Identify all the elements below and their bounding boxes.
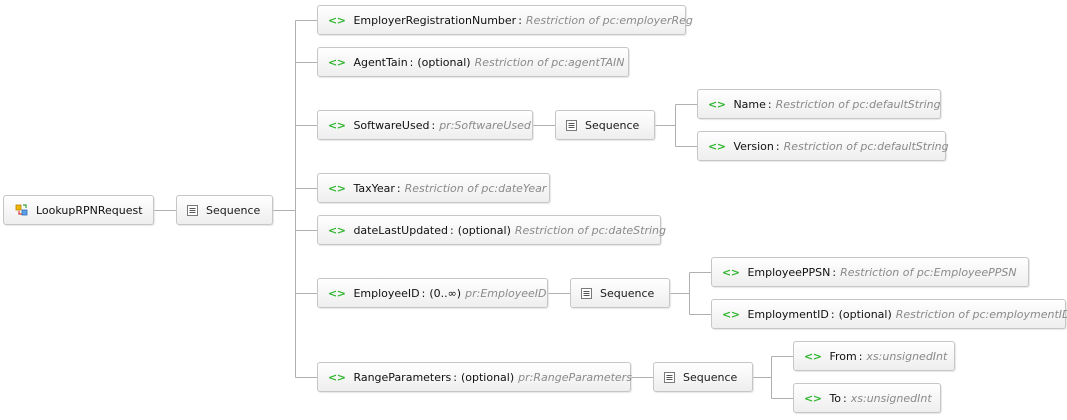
element-type: xs:unsignedInt xyxy=(866,349,948,363)
element-name: EmployeePPSN xyxy=(747,265,831,279)
element-type: xs:unsignedInt xyxy=(850,391,932,405)
colon-separator: : xyxy=(421,286,426,300)
sequence-label: Sequence xyxy=(206,203,261,217)
element-icon: <> xyxy=(722,265,740,279)
sequence-range-parameters[interactable]: Sequence xyxy=(653,362,753,392)
colon-separator: : xyxy=(843,391,847,405)
element-employee-ppsn[interactable]: <> EmployeePPSN : Restriction of pc:Empl… xyxy=(711,257,1029,287)
element-icon: <> xyxy=(708,97,726,111)
element-icon: <> xyxy=(328,370,346,384)
colon-separator: : xyxy=(453,370,457,384)
element-employee-id[interactable]: <> EmployeeID : (0..∞) pr:EmployeeID xyxy=(317,278,548,308)
sequence-label: Sequence xyxy=(600,286,655,300)
element-name: dateLastUpdated xyxy=(353,223,448,237)
element-icon: <> xyxy=(804,391,822,405)
sequence-icon xyxy=(664,371,675,383)
element-name: EmployeeID xyxy=(353,286,420,300)
element-name: Version xyxy=(733,139,774,153)
element-type: pr:RangeParameters xyxy=(518,370,632,384)
colon-separator: : xyxy=(775,139,780,153)
colon-separator: : xyxy=(830,307,835,321)
sequence-icon xyxy=(566,119,577,131)
root-node[interactable]: LookupRPNRequest xyxy=(3,195,154,225)
element-type: pr:SoftwareUsed xyxy=(439,118,531,132)
element-type: Restriction of pc:EmployeePPSN xyxy=(840,265,1017,279)
element-type: Restriction of pc:employmentID xyxy=(895,307,1067,321)
element-name: RangeParameters xyxy=(353,370,452,384)
colon-separator: : xyxy=(431,118,436,132)
element-to[interactable]: <> To : xs:unsignedInt xyxy=(793,383,941,413)
element-icon: <> xyxy=(328,13,346,27)
element-icon: <> xyxy=(328,286,346,300)
element-type: Restriction of pc:defaultString xyxy=(783,139,949,153)
element-icon: <> xyxy=(328,55,346,69)
element-icon: <> xyxy=(328,118,346,132)
element-employment-id[interactable]: <> EmploymentID : (optional) Restriction… xyxy=(711,299,1067,329)
element-type: Restriction of pc:employerReg xyxy=(525,13,693,27)
sequence-software-used[interactable]: Sequence xyxy=(555,110,655,140)
root-name: LookupRPNRequest xyxy=(36,203,143,217)
element-agent-tain[interactable]: <> AgentTain : (optional) Restriction of… xyxy=(317,47,629,77)
element-modifier: (optional) xyxy=(460,370,515,384)
element-name: To xyxy=(829,391,842,405)
element-name: Name xyxy=(733,97,766,111)
colon-separator: : xyxy=(767,97,772,111)
colon-separator: : xyxy=(396,181,401,195)
element-name: EmploymentID xyxy=(747,307,829,321)
colon-separator: : xyxy=(518,13,522,27)
colon-separator: : xyxy=(449,223,454,237)
element-name: EmployerRegistrationNumber xyxy=(353,13,517,27)
element-type: Restriction of pc:dateYear xyxy=(404,181,547,195)
colon-separator: : xyxy=(409,55,414,69)
element-type: Restriction of pc:defaultString xyxy=(775,97,941,111)
element-icon: <> xyxy=(328,223,346,237)
element-icon: <> xyxy=(328,181,346,195)
element-name: SoftwareUsed xyxy=(353,118,430,132)
element-modifier: (optional) xyxy=(457,223,511,237)
element-software-used[interactable]: <> SoftwareUsed : pr:SoftwareUsed xyxy=(317,110,533,140)
element-name: TaxYear xyxy=(353,181,395,195)
element-icon: <> xyxy=(708,139,726,153)
element-tax-year[interactable]: <> TaxYear : Restriction of pc:dateYear xyxy=(317,173,550,203)
element-type: Restriction of pc:dateString xyxy=(514,223,666,237)
element-employer-registration-number[interactable]: <> EmployerRegistrationNumber : Restrict… xyxy=(317,5,693,35)
element-name: AgentTain xyxy=(353,55,408,69)
element-name: From xyxy=(829,349,857,363)
sequence-label: Sequence xyxy=(683,370,738,384)
sequence-label: Sequence xyxy=(585,118,640,132)
colon-separator: : xyxy=(858,349,863,363)
element-icon: <> xyxy=(804,349,822,363)
element-icon: <> xyxy=(722,307,740,321)
element-modifier: (optional) xyxy=(838,307,892,321)
element-from[interactable]: <> From : xs:unsignedInt xyxy=(793,341,955,371)
element-name-field[interactable]: <> Name : Restriction of pc:defaultStrin… xyxy=(697,89,941,119)
element-version[interactable]: <> Version : Restriction of pc:defaultSt… xyxy=(697,131,949,161)
element-type: Restriction of pc:agentTAIN xyxy=(474,55,625,69)
sequence-root[interactable]: Sequence xyxy=(176,195,273,225)
element-range-parameters[interactable]: <> RangeParameters : (optional) pr:Range… xyxy=(317,362,632,392)
element-modifier: (optional) xyxy=(417,55,471,69)
sequence-employee-id[interactable]: Sequence xyxy=(570,278,670,308)
sequence-icon xyxy=(187,204,198,216)
element-type: pr:EmployeeID xyxy=(465,286,547,300)
colon-separator: : xyxy=(832,265,837,279)
element-modifier: (0..∞) xyxy=(429,286,462,300)
sequence-icon xyxy=(581,287,592,299)
element-date-last-updated[interactable]: <> dateLastUpdated : (optional) Restrict… xyxy=(317,215,666,245)
complex-type-icon xyxy=(14,202,30,218)
